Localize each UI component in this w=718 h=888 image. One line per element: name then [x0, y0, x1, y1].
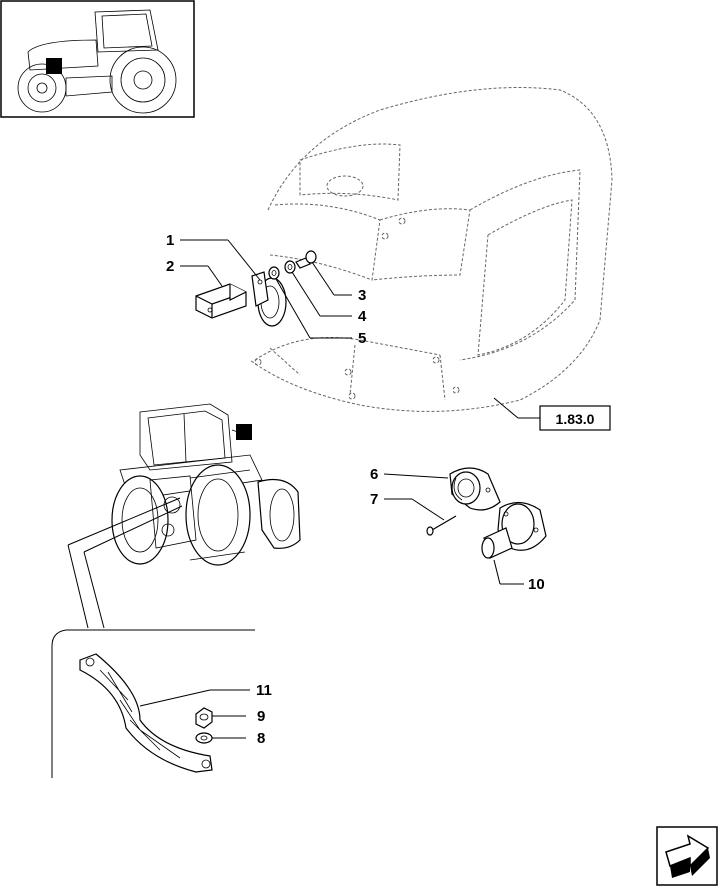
- plug-10: [481, 501, 547, 559]
- callout-1: 1: [166, 232, 174, 249]
- screw-7: [426, 515, 457, 536]
- callout-5: 5: [358, 330, 366, 347]
- callout-9: 9: [257, 708, 265, 725]
- hood-outline: [249, 87, 613, 412]
- callout-6: 6: [370, 466, 378, 483]
- callout-7: 7: [370, 491, 378, 508]
- horn: [251, 271, 287, 327]
- callout-10: 10: [528, 576, 545, 593]
- tractor-thumbnail-icon[interactable]: [0, 0, 195, 118]
- callout-8: 8: [257, 730, 265, 747]
- callout-11: 11: [256, 682, 272, 699]
- nut-9: [195, 707, 213, 729]
- washer-5: [268, 266, 280, 280]
- horn-bracket: [195, 283, 247, 319]
- reference-box[interactable]: 1.83.0: [493, 397, 611, 431]
- callout-3: 3: [358, 287, 366, 304]
- next-page-arrow-icon[interactable]: [656, 826, 718, 886]
- bolt-3: [295, 250, 317, 269]
- socket-6: [449, 467, 501, 511]
- callout-2: 2: [166, 258, 174, 275]
- tractor-rear-view: [111, 403, 301, 566]
- callout-4: 4: [358, 308, 367, 325]
- ground-strap-11: [79, 653, 213, 773]
- washer-8: [195, 732, 213, 744]
- reference-label: 1.83.0: [556, 411, 595, 427]
- washer-4: [284, 260, 296, 274]
